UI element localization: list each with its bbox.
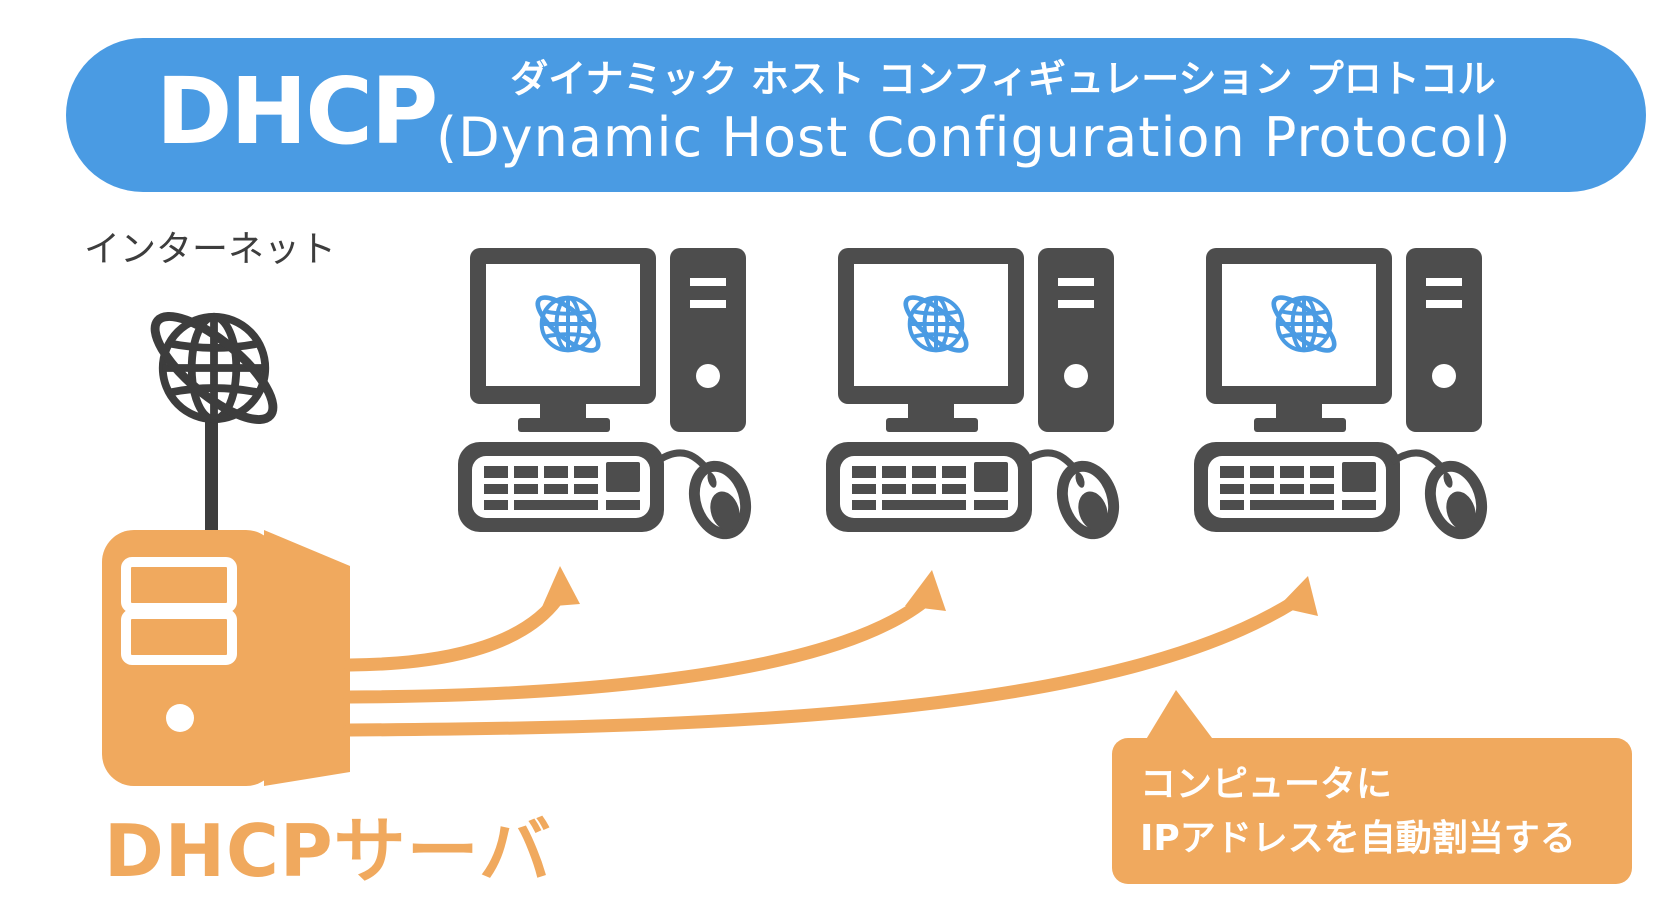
arrow-to-computer-2 (343, 591, 935, 704)
arrow-to-computer-3 (343, 595, 1301, 737)
server-label: DHCPサーバ (104, 809, 552, 893)
callout-line-2: IPアドレスを自動割当する (1140, 818, 1576, 859)
banner-acronym: DHCP (156, 58, 438, 165)
banner-reading: ダイナミック ホスト コンフィギュレーション プロトコル (510, 57, 1496, 101)
server-tower-icon (102, 530, 350, 786)
callout-box (1112, 690, 1632, 884)
internet-label: インターネット (84, 229, 337, 270)
banner-full-name: (Dynamic Host Configuration Protocol) (436, 106, 1512, 169)
globe-icon (140, 300, 287, 540)
client-computer-2 (826, 248, 1129, 547)
callout-line-1: コンピュータに (1140, 764, 1393, 805)
client-computer-1 (458, 248, 761, 547)
callout-text: コンピュータに IPアドレスを自動割当する (1140, 758, 1620, 866)
title-banner (66, 38, 1646, 192)
arrow-to-computer-1 (343, 588, 567, 672)
client-computer-3 (1194, 248, 1497, 547)
